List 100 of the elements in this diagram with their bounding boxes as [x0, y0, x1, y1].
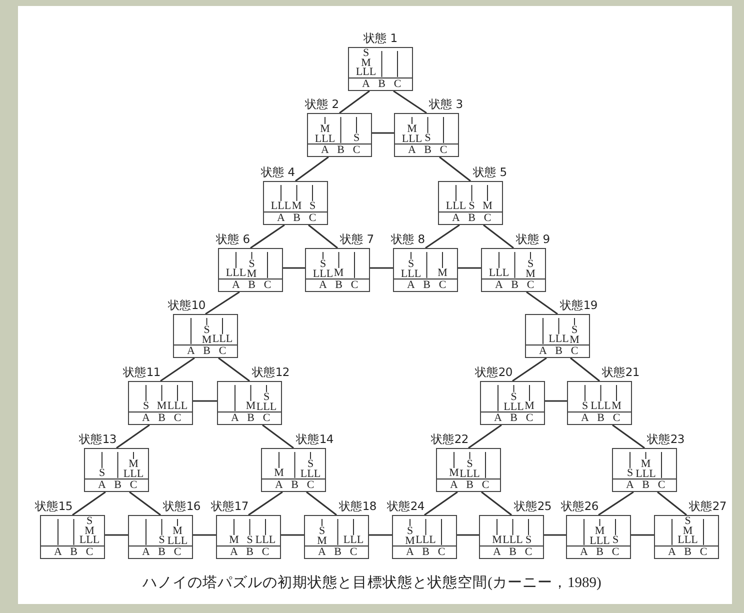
- disk-labels: M LLL: [402, 125, 422, 144]
- connector-line: [483, 224, 514, 249]
- peg-letter: B: [203, 346, 210, 357]
- state-label: 状態23: [647, 432, 684, 446]
- state-label: 状態21: [602, 365, 640, 379]
- peg-letter: A: [406, 547, 414, 558]
- peg-letter: B: [511, 280, 518, 291]
- connector-line: [72, 491, 106, 516]
- state-label: 状態24: [387, 499, 424, 513]
- disk-labels: S M: [570, 326, 580, 345]
- state-label: 状態 6: [216, 232, 250, 246]
- connector-line: [281, 534, 304, 536]
- disk-labels: M: [449, 469, 459, 478]
- disk-labels: S M: [202, 326, 212, 345]
- peg-letter: A: [539, 346, 547, 357]
- peg-letter: C: [308, 213, 316, 224]
- state-label: 状態 2: [305, 97, 339, 111]
- connector-line: [544, 534, 566, 536]
- peg-letter: C: [350, 547, 358, 558]
- peg-letter: B: [423, 280, 430, 291]
- state-label: 状態13: [79, 432, 116, 446]
- peg-letter: C: [86, 547, 94, 558]
- peg-letter: A: [494, 413, 502, 424]
- state-label: 状態17: [211, 499, 248, 513]
- peg-letter: B: [334, 547, 342, 558]
- peg-letter: B: [466, 480, 474, 491]
- disk-labels: S: [353, 134, 360, 144]
- connector-line: [457, 534, 479, 536]
- peg-letter: B: [510, 413, 518, 424]
- peg-letter: B: [422, 547, 430, 558]
- peg-letter: C: [350, 280, 358, 291]
- disk-labels: M: [482, 202, 492, 212]
- peg-letter: C: [262, 547, 270, 558]
- caption: ハノイの塔パズルの初期状態と目標状態と状態空間(カーニー，1989): [142, 575, 602, 591]
- state-label: 状態20: [475, 365, 512, 379]
- disk-labels: S M LLL: [79, 517, 100, 546]
- state-label: 状態25: [514, 499, 552, 513]
- connector-line: [250, 224, 285, 249]
- peg-letter: A: [318, 547, 326, 558]
- connector-line: [308, 224, 338, 249]
- disk-labels: S M LLL: [678, 517, 698, 546]
- peg-letter: C: [658, 480, 666, 491]
- connector-line: [372, 132, 394, 134]
- peg-letter: B: [597, 413, 604, 424]
- disk-labels: S M: [405, 527, 415, 546]
- peg-letter: B: [337, 145, 344, 156]
- connector-line: [657, 491, 687, 516]
- peg-letter: A: [668, 547, 676, 558]
- peg-letter: A: [495, 280, 503, 291]
- peg-letter: C: [264, 280, 272, 291]
- connector-line: [393, 90, 427, 114]
- peg-letter: A: [54, 547, 62, 558]
- connector-line: [468, 424, 502, 449]
- disk-labels: M LLL: [636, 460, 656, 479]
- disk-labels: S: [98, 469, 106, 478]
- state-label: 状態 5: [473, 165, 507, 179]
- state-label: 状態18: [339, 499, 376, 513]
- disk-labels: S LLL: [460, 460, 480, 479]
- state-label: 状態15: [35, 499, 72, 513]
- disk-labels: S: [158, 536, 165, 546]
- connector-line: [570, 357, 600, 382]
- peg-letter: B: [247, 413, 254, 424]
- peg-letter: B: [555, 346, 562, 357]
- disk-labels: S: [525, 536, 532, 546]
- peg-letter: B: [468, 213, 476, 224]
- disk-labels: M LLL: [167, 527, 188, 546]
- connector-line: [424, 491, 458, 516]
- peg-letter: C: [130, 480, 138, 491]
- connector-line: [526, 291, 558, 315]
- peg-letter: A: [321, 145, 329, 156]
- peg-letter: C: [570, 346, 578, 357]
- state-label: 状態19: [560, 298, 598, 312]
- disk-labels: S: [309, 202, 316, 212]
- connector-line: [545, 400, 567, 402]
- connector-line: [116, 424, 150, 449]
- disk-labels: LLL: [502, 536, 523, 546]
- peg-letter: C: [524, 547, 532, 558]
- disk-labels: LLL: [212, 335, 233, 344]
- peg-letter: B: [70, 547, 78, 558]
- disk-labels: S LLL: [312, 260, 334, 279]
- connector-line: [193, 534, 216, 536]
- disk-labels: LLL: [167, 402, 188, 412]
- connector-line: [339, 90, 370, 114]
- disk-labels: LLL: [446, 202, 466, 212]
- peg-letter: C: [174, 413, 182, 424]
- peg-letter: B: [509, 547, 516, 558]
- disk-labels: S: [582, 402, 588, 412]
- disk-labels: M: [438, 269, 448, 278]
- state-label: 状態 4: [261, 165, 295, 179]
- state-label: 状態 1: [364, 31, 398, 45]
- connector-line: [218, 357, 250, 382]
- disk-labels: S M LLL: [356, 49, 376, 78]
- peg-letter: B: [114, 480, 122, 491]
- peg-letter: A: [142, 413, 150, 424]
- peg-letter: B: [158, 547, 166, 558]
- connector-line: [369, 534, 392, 536]
- connector-line: [295, 156, 329, 182]
- peg-letter: B: [293, 213, 300, 224]
- peg-letter: B: [378, 79, 386, 90]
- peg-letter: C: [438, 547, 446, 558]
